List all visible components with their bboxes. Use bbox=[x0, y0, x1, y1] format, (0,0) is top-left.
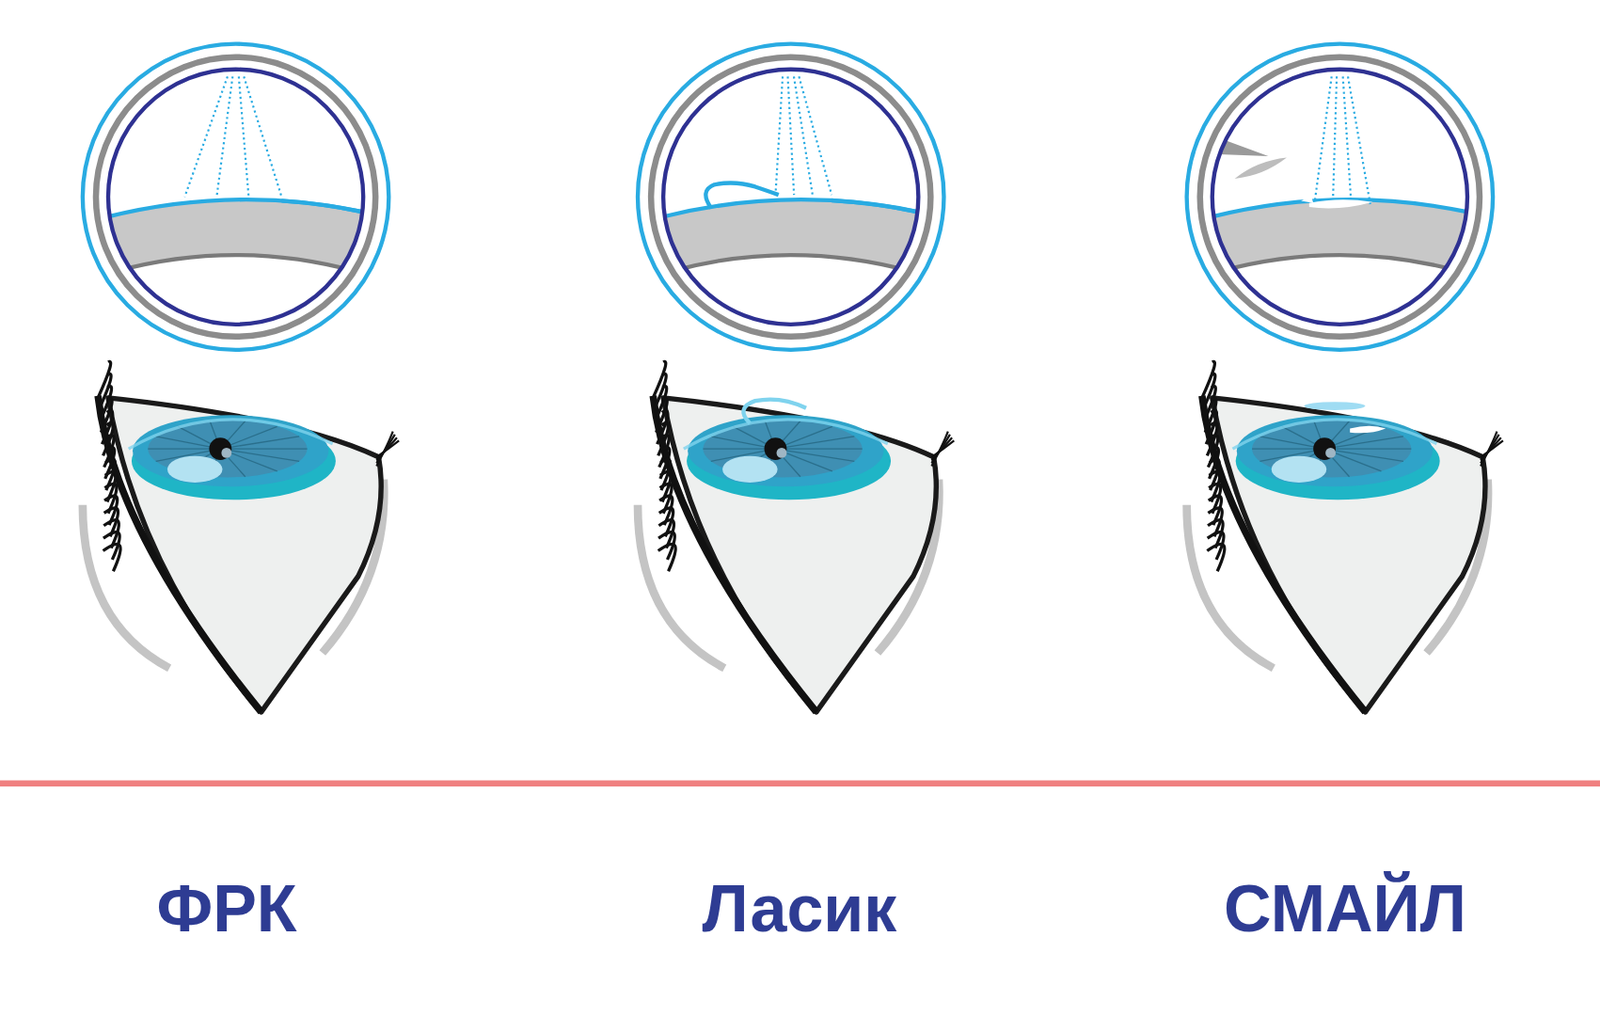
laser-beam bbox=[216, 76, 233, 197]
iris bbox=[687, 414, 884, 487]
cornea-surface bbox=[652, 199, 929, 220]
laser-beam bbox=[798, 76, 832, 195]
iris-fibre bbox=[220, 448, 300, 461]
cornea-shine bbox=[1232, 419, 1437, 449]
eyelash bbox=[1206, 543, 1224, 571]
laser-beam bbox=[1314, 76, 1331, 206]
eye-illustration bbox=[637, 361, 954, 713]
lenticule bbox=[1349, 426, 1386, 434]
cornea-shine bbox=[683, 419, 888, 449]
eyelash bbox=[1480, 431, 1497, 467]
iris-fibre bbox=[1324, 448, 1404, 461]
grey-ring bbox=[95, 57, 376, 337]
cornea-band bbox=[652, 199, 929, 277]
iris-fibre bbox=[220, 447, 307, 449]
iris-fibre bbox=[775, 447, 862, 449]
laser-beam bbox=[793, 76, 813, 195]
cornea-surface bbox=[281, 199, 374, 220]
magnified-cornea bbox=[637, 44, 944, 350]
eyelash bbox=[653, 373, 666, 410]
lenticule bbox=[1309, 199, 1373, 208]
eyelid bbox=[97, 396, 262, 713]
forceps-tip bbox=[1206, 133, 1268, 157]
extracted-lenticule bbox=[1233, 154, 1289, 183]
extracted-lenticule bbox=[1303, 401, 1365, 411]
pupil bbox=[1313, 437, 1336, 460]
iris bbox=[1236, 414, 1433, 487]
method-label: ФРК bbox=[156, 875, 297, 942]
outer-ring bbox=[82, 44, 389, 350]
divider-line bbox=[0, 780, 1600, 788]
corneal-flap bbox=[743, 399, 807, 424]
eyeball bbox=[663, 397, 936, 713]
eyelash bbox=[99, 386, 111, 422]
cornea-band bbox=[97, 199, 374, 277]
cornea-back bbox=[652, 254, 929, 277]
laser-beam bbox=[1347, 76, 1371, 206]
eyelash bbox=[97, 361, 111, 398]
cornea-surface bbox=[1202, 199, 1478, 220]
eye-illustration bbox=[1187, 361, 1504, 713]
eyelash bbox=[654, 386, 666, 422]
eyelash bbox=[658, 543, 676, 571]
laser-beam bbox=[1343, 76, 1352, 206]
eyelash bbox=[103, 543, 121, 571]
cornea-back bbox=[1202, 254, 1478, 277]
magnified-cornea bbox=[82, 44, 389, 350]
cornea-surface bbox=[831, 199, 929, 220]
eyelid bbox=[652, 396, 817, 713]
pupil-glint bbox=[1325, 447, 1336, 459]
grey-ring bbox=[650, 57, 931, 337]
iris-highlight bbox=[167, 456, 223, 483]
inner-ring bbox=[663, 69, 919, 325]
eyeball bbox=[1212, 397, 1486, 713]
iris-fibre bbox=[775, 448, 855, 461]
laser-beam bbox=[238, 76, 250, 197]
eyelid bbox=[1202, 396, 1366, 713]
iris-fibre bbox=[1324, 436, 1404, 449]
laser-beam bbox=[184, 76, 228, 197]
method-label: Ласик bbox=[702, 875, 898, 942]
iris-fibre bbox=[775, 436, 855, 449]
laser-beam bbox=[787, 76, 794, 195]
outer-ring bbox=[637, 44, 944, 350]
iris-highlight bbox=[1271, 456, 1328, 483]
inner-ring bbox=[1212, 69, 1468, 325]
eyelash bbox=[931, 431, 948, 467]
eye-illustration bbox=[82, 361, 399, 713]
cornea-shine bbox=[128, 419, 333, 449]
eyelash bbox=[1203, 373, 1216, 410]
eyelash bbox=[376, 431, 393, 467]
laser-beam bbox=[775, 76, 783, 195]
inner-ring bbox=[108, 69, 364, 325]
iris-fibre bbox=[1324, 447, 1411, 449]
laser-beam bbox=[243, 76, 282, 197]
pupil bbox=[764, 437, 788, 460]
iris-highlight bbox=[722, 456, 778, 483]
cornea-back bbox=[97, 254, 374, 277]
magnified-cornea bbox=[1187, 44, 1493, 350]
pupil-glint bbox=[776, 447, 788, 459]
cornea-surface bbox=[97, 199, 374, 220]
method-label: СМАЙЛ bbox=[1223, 875, 1467, 942]
eyelash bbox=[98, 373, 111, 410]
pupil-glint bbox=[221, 447, 232, 459]
iris bbox=[132, 414, 329, 487]
grey-ring bbox=[1200, 57, 1480, 337]
incision bbox=[1300, 195, 1314, 204]
corneal-flap bbox=[705, 183, 778, 209]
eyelash bbox=[652, 361, 666, 398]
outer-ring bbox=[1187, 44, 1493, 350]
laser-beam bbox=[1332, 76, 1337, 206]
pupil bbox=[208, 437, 232, 460]
eyelash bbox=[1202, 361, 1216, 398]
eyeball bbox=[108, 397, 381, 713]
iris-fibre bbox=[220, 436, 300, 449]
cornea-band bbox=[1202, 199, 1478, 277]
eyelash bbox=[1203, 386, 1216, 422]
